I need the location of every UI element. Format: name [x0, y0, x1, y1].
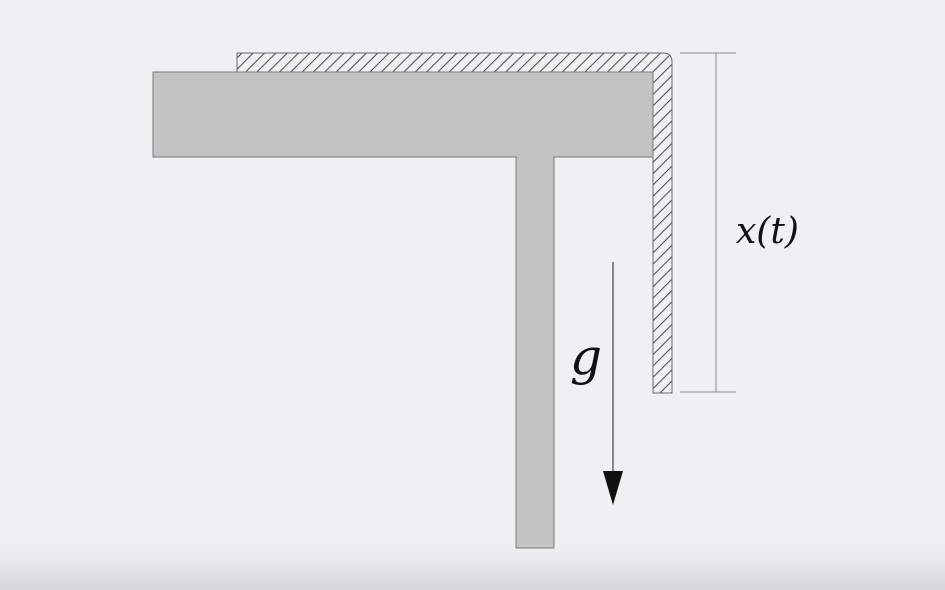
gravity-indicator: g: [570, 262, 623, 505]
displacement-dimension: x(t): [680, 52, 799, 393]
displacement-label: x(t): [736, 211, 799, 252]
hatched-guide-wall: [236, 52, 673, 394]
gravity-label: g: [570, 328, 602, 386]
gravity-arrow-head: [603, 471, 623, 505]
bottom-shadow: [0, 546, 945, 590]
t-body-stem: [515, 156, 555, 549]
t-body-crossbar: [152, 71, 654, 158]
t-body: [152, 71, 654, 549]
hatched-guide: [236, 52, 673, 394]
